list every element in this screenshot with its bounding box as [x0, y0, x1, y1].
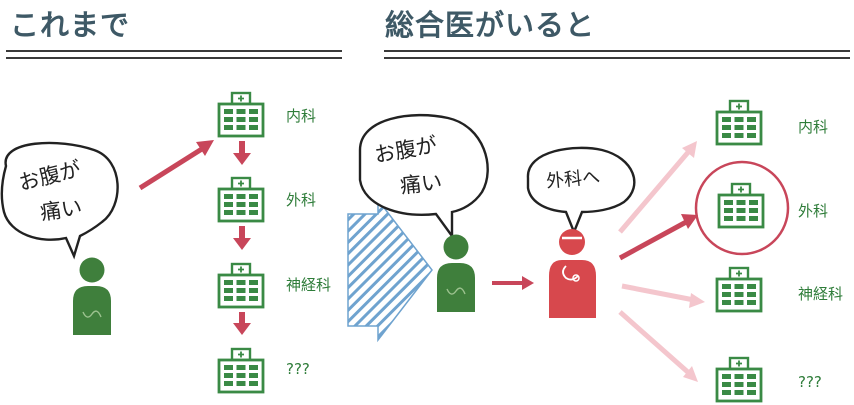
faded-arrow: [621, 283, 705, 308]
doctor-bubble-text: 外科へ: [545, 166, 601, 193]
right-title-divider: [384, 50, 850, 59]
patient-figure: [72, 256, 112, 336]
general-doctor-figure: [549, 229, 596, 318]
patient-speech-bubble: [358, 113, 489, 240]
department-label-surgery: 外科: [798, 202, 829, 220]
faded-arrow: [618, 310, 698, 382]
doctor-speech-bubble: [526, 146, 636, 236]
bubble-text-line2: 痛い: [38, 195, 84, 225]
hospital-icon: [217, 91, 265, 138]
hospital-icon: [217, 262, 265, 309]
down-arrow: [233, 312, 251, 335]
referral-arrow: [138, 140, 214, 191]
left-title-divider: [6, 50, 342, 59]
hospital-icon: [217, 347, 265, 394]
department-label-internal: 内科: [798, 118, 829, 136]
selected-department-highlight: [694, 160, 790, 256]
hospital-icon: [217, 176, 265, 223]
right-panel-title: 総合医がいると: [385, 8, 596, 42]
down-arrow: [233, 226, 251, 250]
patient-speech-bubble: [0, 141, 119, 260]
hospital-icon: [715, 356, 763, 403]
department-label-internal: 内科: [286, 107, 317, 125]
hospital-icon: [715, 266, 763, 313]
down-arrow: [233, 141, 251, 165]
left-panel-title: これまで: [10, 8, 131, 42]
faded-arrow: [618, 141, 697, 234]
direct-referral-arrow: [618, 214, 698, 261]
department-label-unknown: ???: [286, 360, 310, 378]
patient-figure: [436, 233, 476, 313]
department-label-neurology: 神経科: [286, 276, 332, 294]
transition-arrow: [347, 197, 433, 343]
bubble-text-line2: 痛い: [398, 169, 444, 199]
hospital-icon: [715, 99, 763, 146]
department-label-surgery: 外科: [286, 191, 317, 209]
consult-arrow: [492, 276, 534, 290]
hospital-icon: [717, 182, 765, 229]
department-label-neurology: 神経科: [798, 285, 844, 303]
department-label-unknown: ???: [798, 373, 822, 391]
